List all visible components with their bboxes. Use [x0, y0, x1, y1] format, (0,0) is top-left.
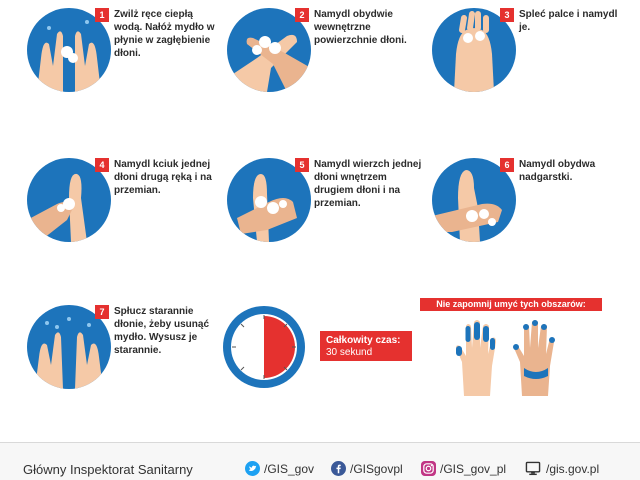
twitter-handle: /GIS_gov	[264, 461, 315, 476]
step-text: Zwilż ręce ciepłą wodą. Nałóż mydło w pł…	[114, 9, 215, 59]
step-text: Namydl wierzch jednej dłoni wnętrzem dru…	[314, 159, 422, 209]
step-number: 6	[500, 158, 514, 172]
instagram-icon	[421, 461, 436, 476]
total-time-box: Całkowity czas: 30 sekund	[320, 331, 412, 361]
instagram-handle: /GIS_gov_pl	[440, 461, 507, 476]
step-5: 5 Namydl wierzch jednej dłoni wnętrzem d…	[227, 158, 427, 268]
step-6: 6 Namydl obydwa nadgarstki.	[432, 158, 632, 268]
rinse-hands-illustration	[27, 305, 111, 389]
footer-divider	[0, 442, 640, 443]
twitter-link[interactable]: /GIS_gov	[245, 461, 314, 476]
rub-palms-illustration	[227, 8, 311, 92]
step-text: Namydl obydwa nadgarstki.	[519, 159, 596, 183]
step-7: 7 Spłucz starannie dłonie, żeby usunąć m…	[27, 305, 227, 415]
step-number: 1	[95, 8, 109, 22]
remember-areas-banner: Nie zapomnij umyć tych obszarów:	[420, 298, 602, 311]
monitor-icon	[525, 461, 541, 476]
wet-hands-illustration	[27, 8, 111, 92]
facebook-link[interactable]: /GISgovpl	[331, 461, 403, 476]
step-2: 2 Namydl obydwie wewnętrzne powierzchnie…	[227, 8, 427, 118]
total-time-label: Całkowity czas:	[326, 335, 401, 346]
wrist-wash-illustration	[432, 158, 516, 242]
step-text: Spłucz starannie dłonie, żeby usunąć myd…	[114, 306, 210, 356]
instagram-link[interactable]: /GIS_gov_pl	[421, 461, 506, 476]
step-text: Namydl kciuk jednej dłoni drugą ręką i n…	[114, 159, 212, 196]
website-link[interactable]: /gis.gov.pl	[524, 461, 599, 476]
step-number: 2	[295, 8, 309, 22]
twitter-icon	[245, 461, 260, 476]
step-text: Spleć palce i namydl je.	[519, 9, 618, 33]
step-number: 4	[95, 158, 109, 172]
back-of-hand-illustration	[227, 158, 311, 242]
step-number: 7	[95, 305, 109, 319]
timer-icon	[223, 306, 305, 388]
step-text: Namydl obydwie wewnętrzne powierzchnie d…	[314, 9, 407, 46]
step-number: 5	[295, 158, 309, 172]
step-1: 1 Zwilż ręce ciepłą wodą. Nałóż mydło w …	[27, 8, 227, 118]
organization-name: Główny Inspektorat Sanitarny	[23, 462, 193, 477]
missed-areas-hands-icon	[456, 320, 555, 396]
interlace-fingers-illustration	[432, 8, 516, 92]
step-3: 3 Spleć palce i namydl je.	[432, 8, 632, 118]
total-time-value: 30 sekund	[326, 347, 373, 358]
facebook-icon	[331, 461, 346, 476]
website-address: /gis.gov.pl	[546, 461, 600, 476]
step-4: 4 Namydl kciuk jednej dłoni drugą ręką i…	[27, 158, 227, 268]
facebook-handle: /GISgovpl	[350, 461, 403, 476]
step-number: 3	[500, 8, 514, 22]
thumb-wash-illustration	[27, 158, 111, 242]
footer: Główny Inspektorat Sanitarny /GIS_gov /G…	[0, 443, 640, 480]
